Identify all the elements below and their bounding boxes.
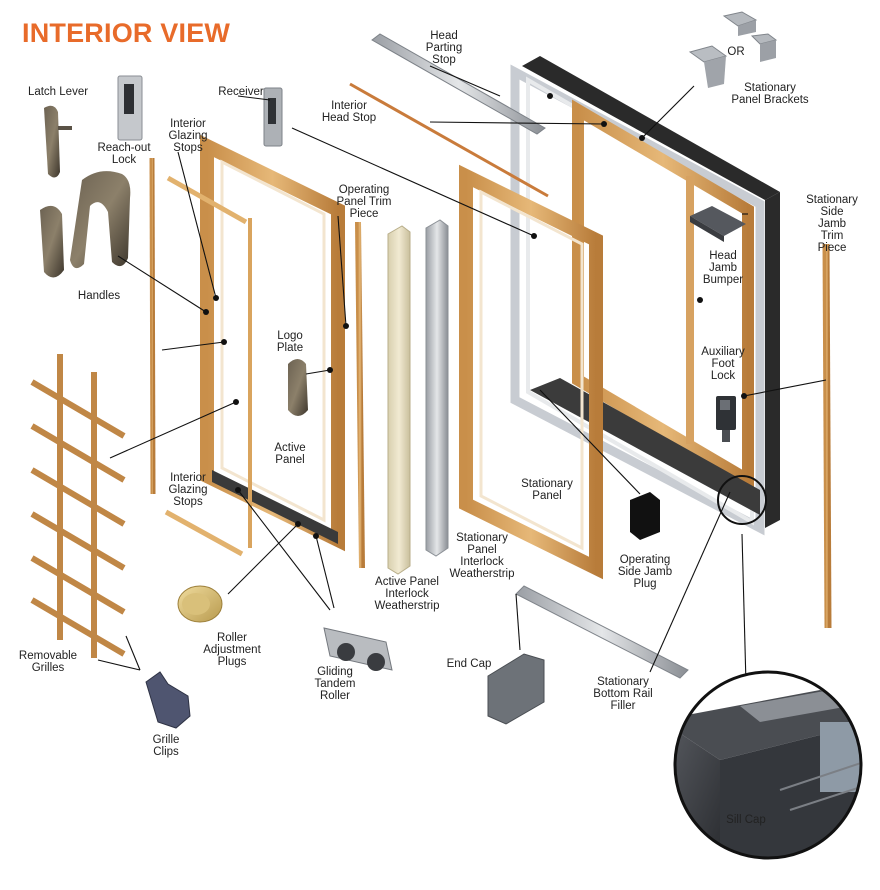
label-removable-grilles: Removable Grilles [18, 650, 78, 674]
active-panel-part [200, 134, 345, 552]
label-stationary-panel-brackets: Stationary Panel Brackets [731, 82, 809, 106]
label-stationary-panel: Stationary Panel [521, 478, 573, 502]
interior-head-stop [349, 82, 549, 198]
diagram-title: INTERIOR VIEW [22, 18, 231, 48]
label-sill-cap: Sill Cap [726, 814, 766, 826]
label-latch-lever: Latch Lever [27, 86, 89, 98]
label-or: OR [727, 46, 745, 58]
glazing-stops-part [149, 157, 252, 557]
label-head-jamb-bumper: Head Jamb Bumper [702, 250, 744, 286]
label-stationary-side-jamb-trim-piece: Stationary Side Jamb Trim Piece [806, 194, 858, 254]
logo-plate-part [288, 359, 308, 416]
head-parting-stop [371, 33, 546, 135]
label-reach-out-lock: Reach-out Lock [97, 142, 151, 166]
stationary-side-jamb-trim-piece-part [822, 243, 832, 629]
handles-part [40, 171, 131, 278]
label-stationary-panel-interlock-weatherstrip: Stationary Panel Interlock Weatherstrip [449, 532, 515, 580]
stationary-panel-interlock-weatherstrip-part [425, 219, 449, 557]
operating-side-jamb-plug-part [630, 492, 660, 540]
label-logo-plate: Logo Plate [276, 330, 304, 354]
label-interior-glazing-stops-bottom: Interior Glazing Stops [168, 472, 208, 508]
label-handles: Handles [77, 290, 121, 302]
label-head-parting-stop: Head Parting Stop [425, 30, 463, 66]
label-operating-panel-trim-piece: Operating Panel Trim Piece [336, 184, 392, 220]
label-interior-head-stop: Interior Head Stop [321, 100, 377, 124]
label-receiver: Receiver [218, 86, 264, 98]
gliding-tandem-roller-part [323, 627, 393, 671]
auxiliary-foot-lock-part [716, 396, 736, 442]
receiver-part [263, 87, 283, 147]
label-interior-glazing-stops-top: Interior Glazing Stops [168, 118, 208, 154]
operating-panel-trim-piece-part [355, 221, 365, 569]
detail-marker [717, 475, 767, 525]
end-cap-part [487, 653, 545, 725]
stationary-bottom-rail-filler-part [515, 585, 689, 679]
label-grille-clips: Grille Clips [152, 734, 180, 758]
removable-grilles-part [30, 354, 126, 658]
sill-cap-zoom [673, 670, 863, 860]
stationary-panel-part [459, 164, 603, 580]
label-stationary-bottom-rail-filler: Stationary Bottom Rail Filler [593, 676, 653, 712]
roller-adjustment-plugs-part [177, 585, 223, 623]
latch-lever-part [44, 105, 72, 178]
grille-clips-part [145, 671, 191, 729]
label-roller-adjustment-plugs: Roller Adjustment Plugs [203, 632, 261, 668]
head-jamb-bumper-part [690, 206, 746, 242]
label-active-panel: Active Panel [274, 442, 306, 466]
label-operating-side-jamb-plug: Operating Side Jamb Plug [617, 554, 673, 590]
label-end-cap: End Cap [446, 658, 492, 670]
label-auxiliary-foot-lock: Auxiliary Foot Lock [701, 346, 745, 382]
label-active-panel-interlock-weatherstrip: Active Panel Interlock Weatherstrip [374, 576, 440, 612]
active-panel-interlock-weatherstrip-part [387, 225, 411, 575]
reach-out-lock-part [117, 75, 143, 141]
stationary-panel-brackets-part [688, 11, 778, 88]
door-frame [510, 56, 780, 536]
label-gliding-tandem-roller: Gliding Tandem Roller [314, 666, 356, 702]
